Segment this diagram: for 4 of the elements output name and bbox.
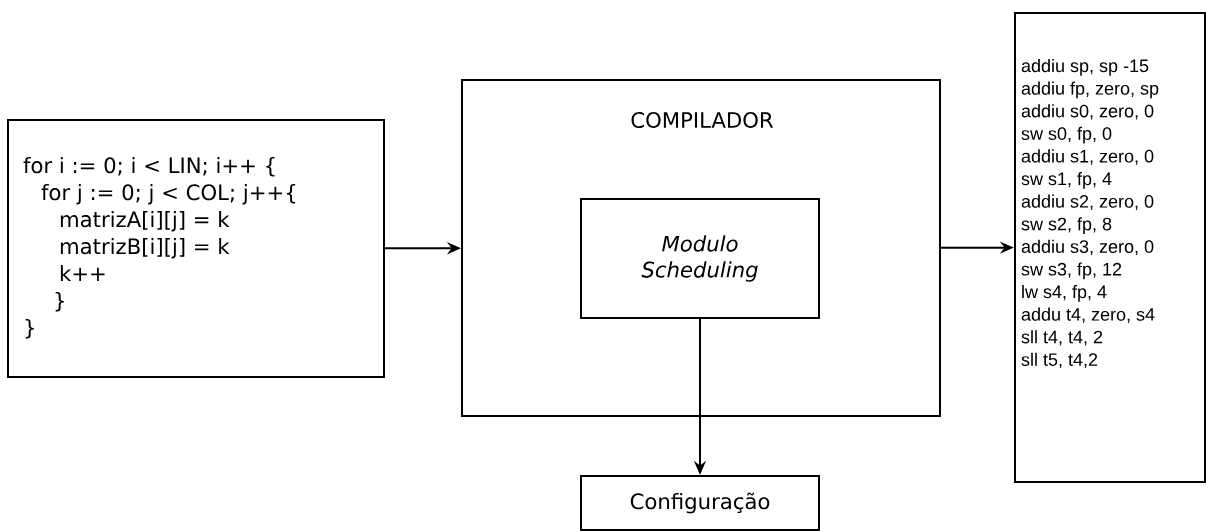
output-box: Configuração (580, 475, 820, 531)
code-box: for i := 0; i < LIN; i++ { for j := 0; j < COL; j++{ matrizA[i][j] = k matrizB[i][j] = k k++ } } (7, 119, 385, 378)
module-box: Modulo Scheduling (580, 198, 820, 319)
assembly-box: addiu sp, sp -15 addiu fp, zero, sp addiu s0, zero, 0 sw s0, fp, 0 addiu s1, zero, 0 sw s1, fp, 4 addiu s2, zero, 0 sw s2, fp, 8 addiu s3, zero, 0 sw s3, fp, 12 lw s4, fp, 4 addu t4, zero, s4 sll t4, t4, 2 sll t5, t4,2 (1014, 12, 1206, 483)
